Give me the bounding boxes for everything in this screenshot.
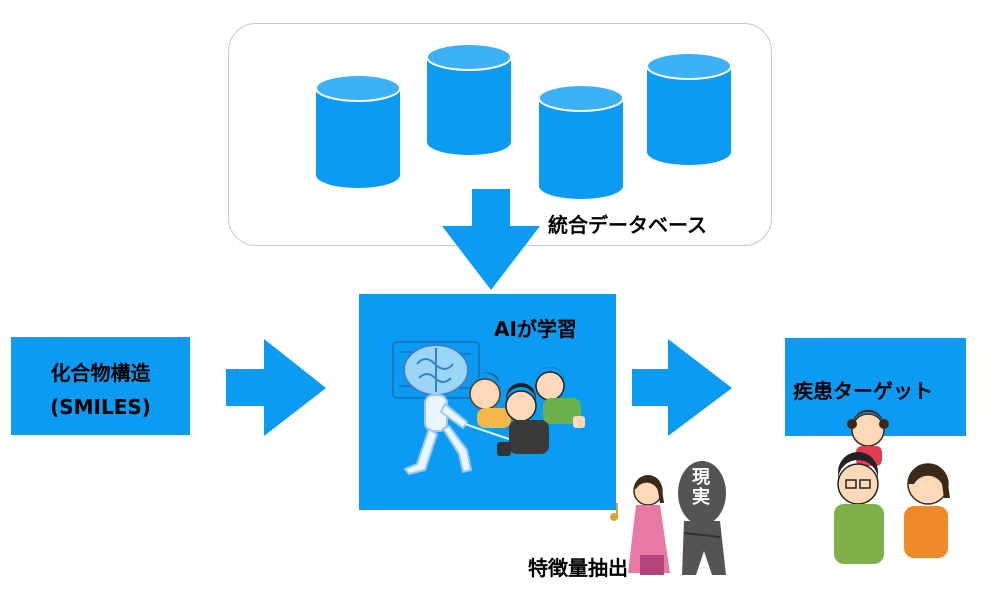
- compound-structure-label: 化合物構造: [50, 361, 151, 385]
- reality-sign-char-2: 実: [692, 487, 710, 508]
- ai-illustration: [392, 341, 585, 476]
- reality-sign: 現 実: [681, 468, 721, 508]
- integrated-database-label: 統合データベース: [548, 213, 707, 237]
- arrow-right-2: [632, 339, 732, 436]
- mother-icon: [904, 463, 950, 558]
- feature-extraction-label: 特徴量抽出: [528, 556, 628, 580]
- compound-structure-box: 化合物構造 (SMILES): [11, 337, 190, 435]
- people-group-icon: [469, 366, 585, 456]
- reality-figure-icon: [678, 461, 726, 575]
- reality-illustration: [610, 461, 726, 575]
- family-illustration: [834, 409, 950, 564]
- father-icon: [834, 452, 884, 564]
- reality-sign-char-1: 現: [692, 467, 710, 488]
- robot-body-icon: [403, 394, 473, 476]
- music-note-icon: [610, 503, 618, 521]
- woman-icon: [628, 475, 670, 575]
- smiles-label: (SMILES): [50, 395, 151, 419]
- database-cylinder-3: [538, 84, 624, 199]
- ai-learning-box: AIが学習: [359, 294, 616, 510]
- ai-learning-label: AIが学習: [494, 317, 577, 341]
- disease-target-label: 疾患ターゲット: [793, 379, 933, 403]
- arrow-right-1: [226, 339, 326, 436]
- arrow-down: [442, 189, 540, 290]
- database-cylinder-1: [315, 74, 401, 188]
- database-cylinder-4: [646, 52, 732, 165]
- brain-icon: [403, 344, 469, 396]
- database-cylinder-2: [426, 43, 512, 155]
